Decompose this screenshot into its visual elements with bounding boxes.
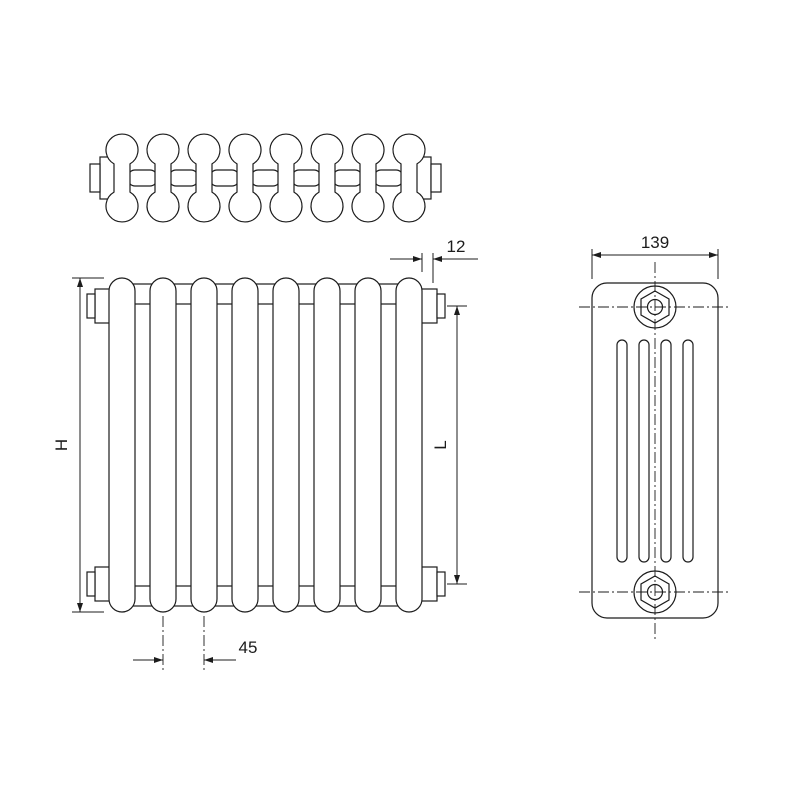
front-view-bosses [86, 288, 446, 602]
front-view-columns [108, 277, 423, 613]
radiator-front-view [86, 277, 446, 613]
dim-height-label: H [52, 439, 71, 451]
dim-end-offset-label: 12 [447, 237, 466, 256]
radiator-side-view [591, 282, 719, 619]
dimension-labels: 12 139 H L 45 [52, 233, 669, 657]
centerlines [162, 262, 731, 673]
dim-section-pitch-label: 45 [239, 638, 258, 657]
side-view-column-slots [616, 339, 694, 563]
radiator-top-view [89, 133, 442, 223]
dim-tapping-distance-label: L [431, 440, 450, 449]
dim-depth-label: 139 [641, 233, 669, 252]
dimension-arrowheads [77, 252, 718, 663]
